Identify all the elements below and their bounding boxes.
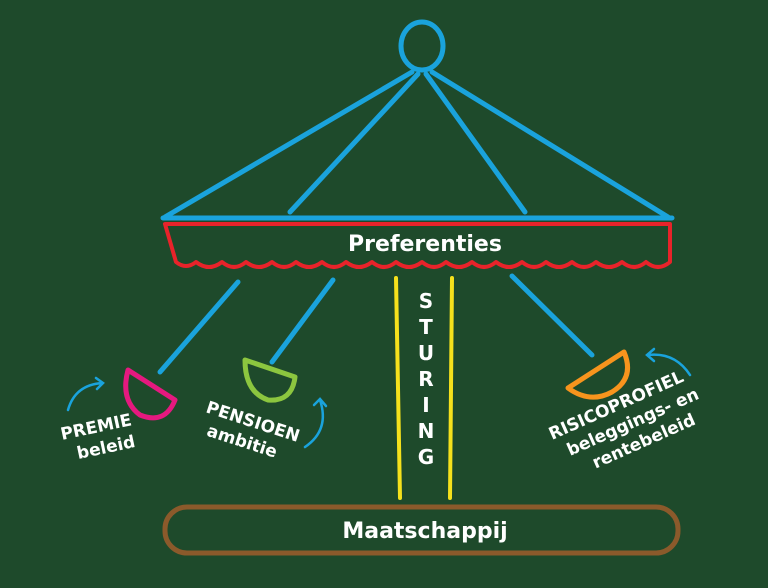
pole-letter: U bbox=[418, 341, 434, 365]
canopy-title: Preferenties bbox=[348, 232, 502, 257]
seat-premie bbox=[123, 367, 178, 421]
seat-risicoprofiel bbox=[565, 349, 630, 400]
pole-letter: N bbox=[418, 419, 435, 443]
base-platform bbox=[162, 504, 681, 556]
pole bbox=[394, 276, 454, 500]
base-label: Maatschappij bbox=[342, 519, 507, 544]
canopy bbox=[163, 222, 672, 269]
pole-letter: G bbox=[418, 445, 434, 469]
seat-label-premie: PREMIE beleid bbox=[59, 409, 144, 466]
arrow-icon-premie bbox=[66, 376, 105, 412]
top-ring bbox=[398, 19, 446, 73]
arrow-icon-pensioen bbox=[303, 397, 328, 449]
carousel-frame bbox=[157, 19, 675, 375]
pole-letter: S bbox=[419, 289, 433, 313]
seat-label-risicoprofiel: RISICOPROFIEL beleggings- en rentebeleid bbox=[546, 362, 716, 485]
pole-letter: I bbox=[422, 393, 429, 417]
seat-pensioen bbox=[242, 357, 298, 403]
pole-letter: R bbox=[418, 367, 433, 391]
seat-label-pensioen: PENSIOEN ambitie bbox=[197, 398, 308, 470]
pole-letter: T bbox=[419, 315, 433, 339]
arrow-icon-risicoprofiel bbox=[645, 347, 692, 377]
